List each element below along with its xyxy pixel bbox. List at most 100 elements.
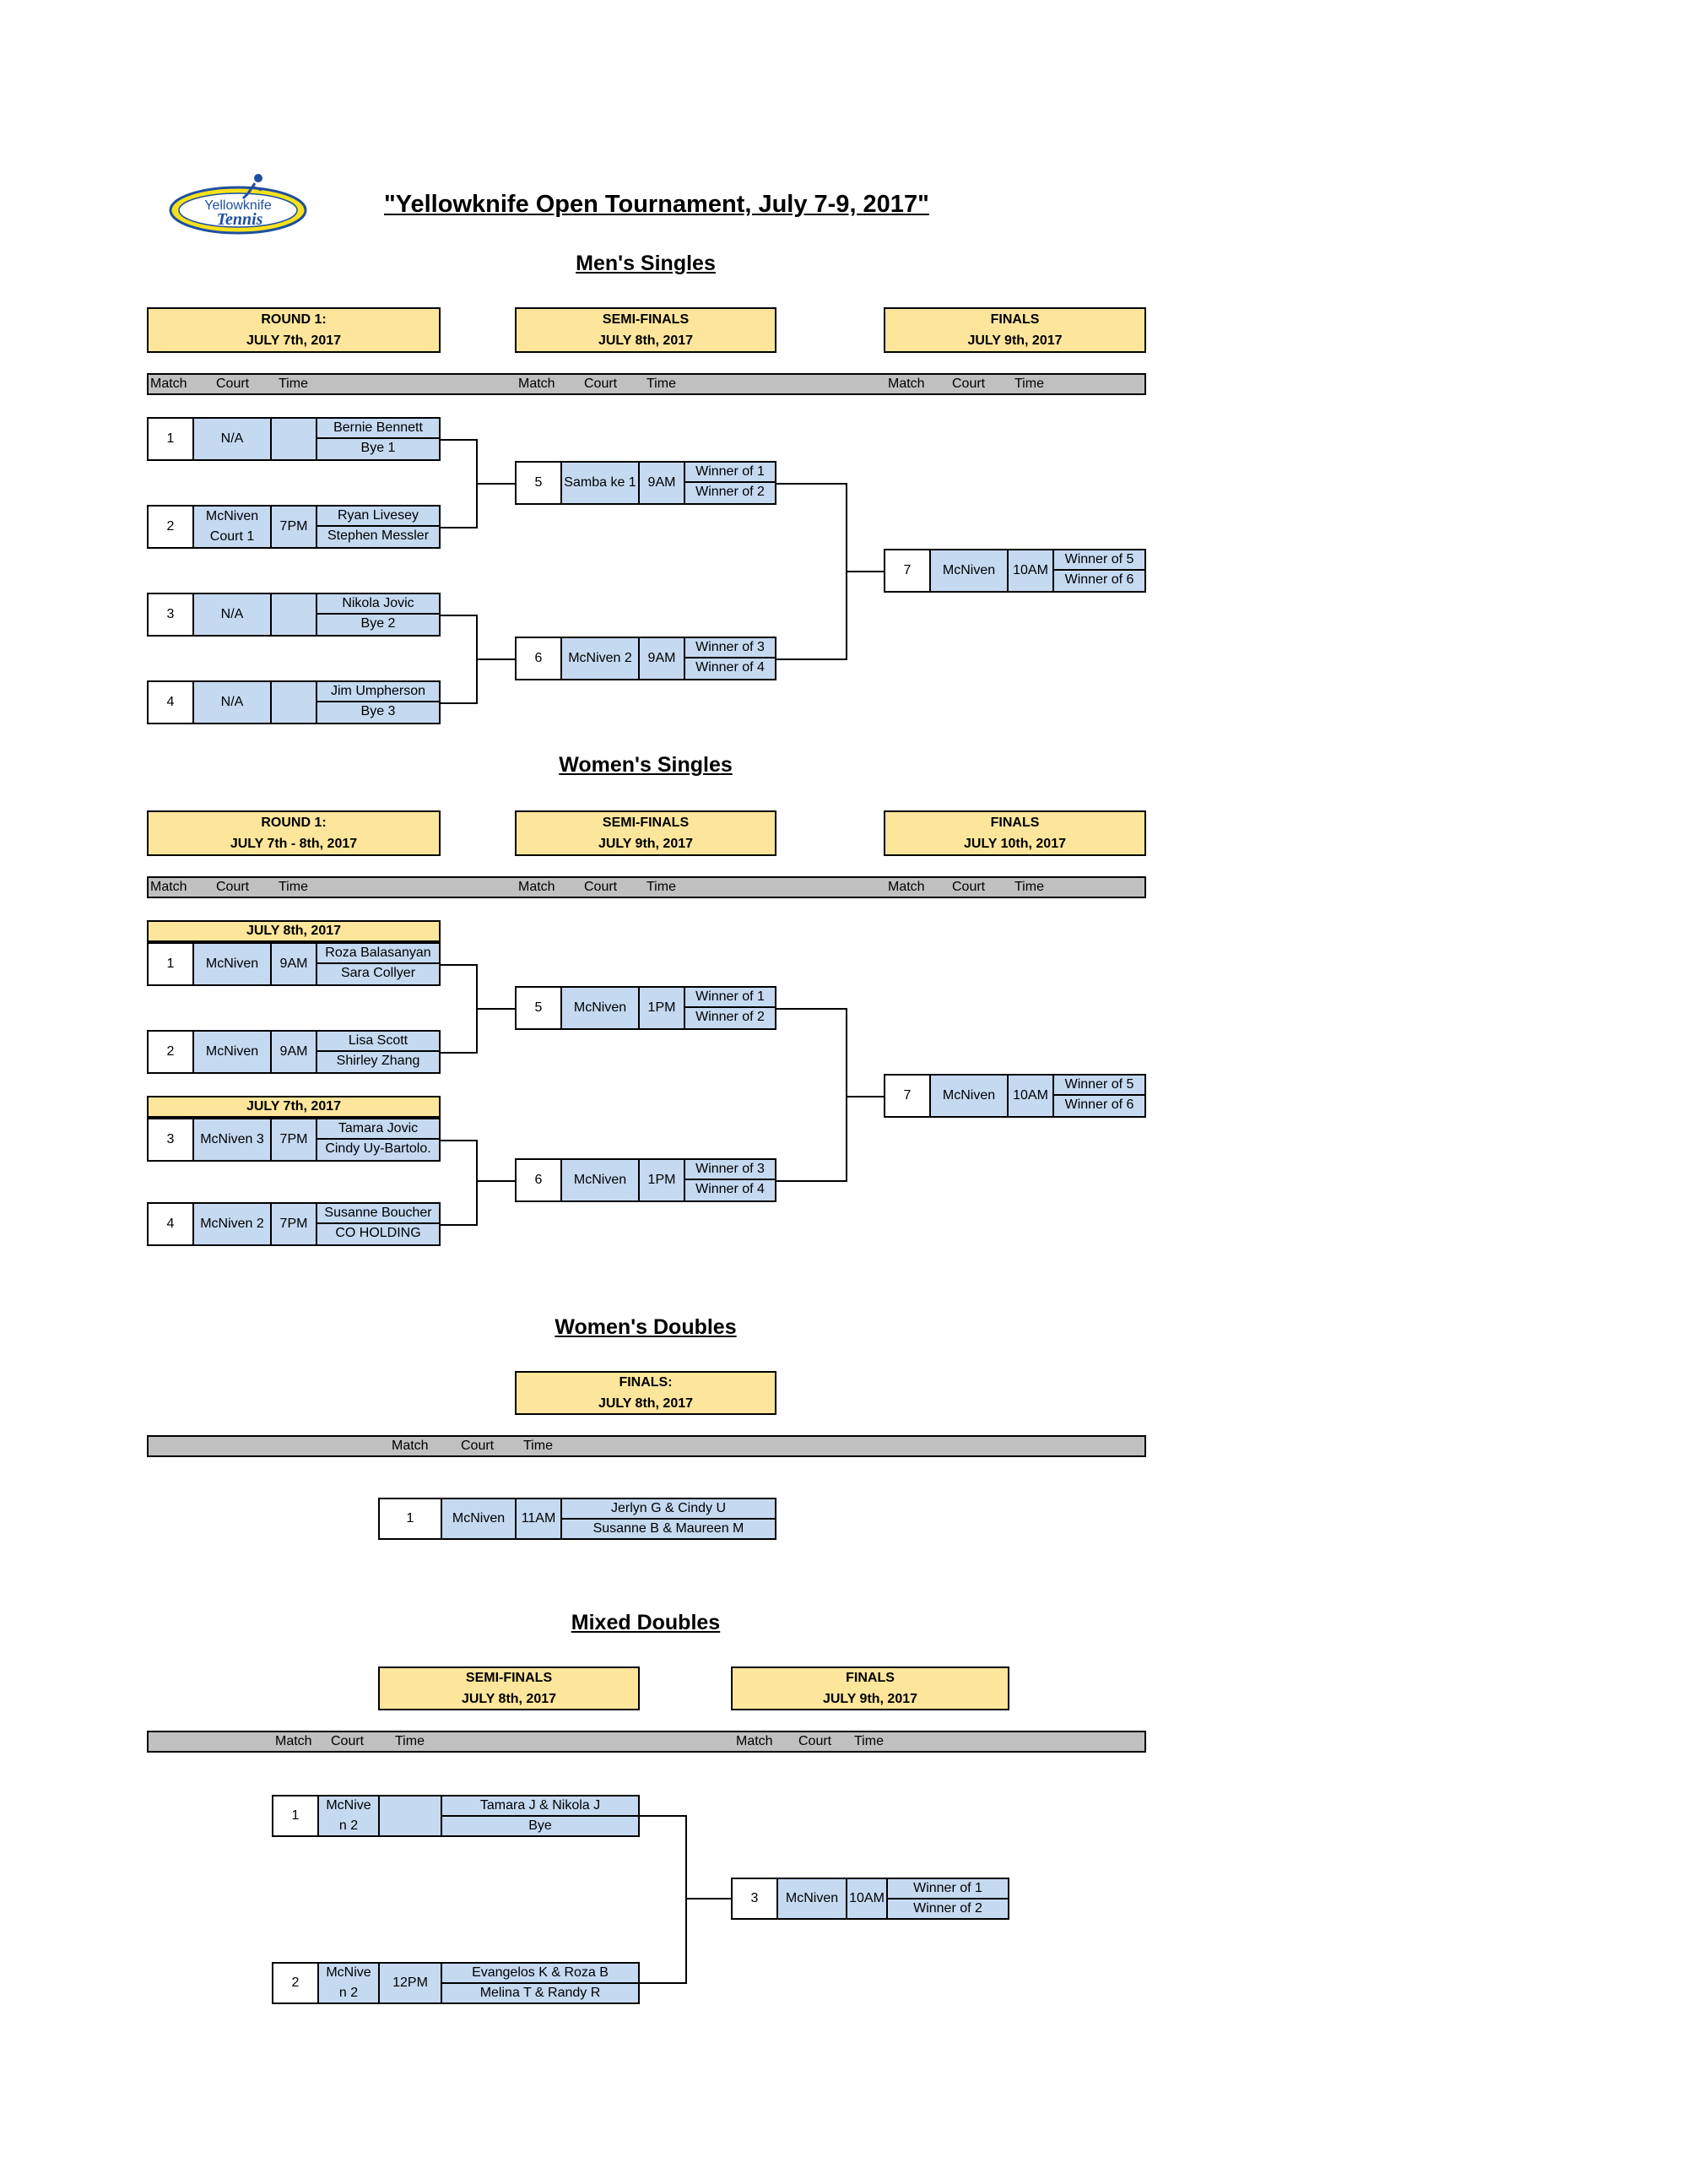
match-number: 5 xyxy=(515,461,562,505)
col-match: Match xyxy=(392,1439,429,1453)
match-number: 2 xyxy=(147,505,194,549)
col-time: Time xyxy=(395,1734,425,1748)
page-title: "Yellowknife Open Tournament, July 7-9, … xyxy=(384,191,929,218)
bracket-line xyxy=(476,658,515,660)
womens-semis-header: SEMI-FINALS JULY 9th, 2017 xyxy=(515,810,776,856)
col-match: Match xyxy=(275,1734,312,1748)
womens-column-header-bar: Match Court Time Match Court Time Match … xyxy=(147,876,1146,898)
match-court: McNiven xyxy=(192,1030,272,1074)
mixed-column-header-bar: Match Court Time Match Court Time xyxy=(147,1731,1146,1753)
team-name: Bye xyxy=(441,1815,640,1837)
bracket-line xyxy=(476,483,515,485)
match-court: N/A xyxy=(192,680,272,724)
match-number: 5 xyxy=(515,986,562,1030)
match-time xyxy=(378,1795,442,1837)
col-court: Court xyxy=(331,1734,365,1748)
player-name: CO HOLDING xyxy=(316,1222,441,1246)
match-time: 9AM xyxy=(270,1030,317,1074)
col-match: Match xyxy=(150,880,187,894)
col-court: Court xyxy=(952,377,986,391)
match-number: 1 xyxy=(272,1795,319,1837)
mens-semis-date: JULY 8th, 2017 xyxy=(598,333,694,348)
col-court: Court xyxy=(584,377,618,391)
match-court: McNiven xyxy=(776,1878,847,1920)
match-court: McNiven xyxy=(441,1498,517,1540)
match-court: McNiven xyxy=(560,986,640,1030)
match-time: 10AM xyxy=(1007,549,1054,593)
player-name: Bye 1 xyxy=(316,437,441,461)
match-number: 7 xyxy=(884,549,931,593)
match-time: 10AM xyxy=(1007,1074,1054,1118)
womens-semis-date: JULY 9th, 2017 xyxy=(598,837,694,851)
col-time: Time xyxy=(1014,880,1044,894)
womens-date-header: JULY 8th, 2017 xyxy=(147,920,441,942)
match-court: McNive n 2 xyxy=(317,1795,380,1837)
player-name: Winner of 5 xyxy=(1052,1074,1146,1096)
womens-round1-header: ROUND 1: JULY 7th - 8th, 2017 xyxy=(147,810,441,856)
match-time: 10AM xyxy=(846,1878,888,1920)
match-number: 1 xyxy=(147,942,194,986)
mixed-finals-header: FINALS JULY 9th, 2017 xyxy=(731,1666,1009,1710)
player-name: Sara Collyer xyxy=(316,962,441,986)
womens-doubles-column-header-bar: Match Court Time xyxy=(147,1435,1146,1457)
player-name: Lisa Scott xyxy=(316,1030,441,1052)
match-number: 6 xyxy=(515,1158,562,1202)
logo-text-line2: Tennis xyxy=(217,210,263,229)
team-name: Jerlyn G & Cindy U xyxy=(560,1498,776,1520)
bracket-line xyxy=(441,702,478,704)
col-match: Match xyxy=(736,1734,773,1748)
col-time: Time xyxy=(854,1734,884,1748)
match-time: 1PM xyxy=(638,986,685,1030)
bracket-line xyxy=(441,1224,478,1226)
match-time: 11AM xyxy=(515,1498,562,1540)
match-court: McNiven 2 xyxy=(560,637,640,680)
match-time: 7PM xyxy=(270,1202,317,1246)
player-name: Winner of 4 xyxy=(684,1179,776,1202)
col-time: Time xyxy=(1014,377,1044,391)
bracket-line xyxy=(476,1008,515,1010)
mens-semis-label: SEMI-FINALS xyxy=(602,312,690,327)
match-number: 2 xyxy=(147,1030,194,1074)
mens-finals-header: FINALS JULY 9th, 2017 xyxy=(884,307,1146,353)
match-number: 3 xyxy=(147,593,194,637)
yellowknife-tennis-logo: Yellowknife Tennis xyxy=(167,171,309,241)
mens-singles-title: Men's Singles xyxy=(576,252,716,275)
womens-doubles-title: Women's Doubles xyxy=(555,1315,737,1339)
match-court: Samba ke 1 xyxy=(560,461,640,505)
player-name: Winner of 3 xyxy=(684,1158,776,1180)
player-name: Winner of 4 xyxy=(684,657,776,680)
player-name: Stephen Messler xyxy=(316,525,441,549)
match-number: 3 xyxy=(147,1118,194,1162)
womens-finals-label: FINALS xyxy=(990,816,1040,830)
bracket-line xyxy=(640,1982,687,1984)
team-name: Susanne B & Maureen M xyxy=(560,1518,776,1540)
womens-round1-label: ROUND 1: xyxy=(261,816,327,830)
match-number: 1 xyxy=(147,417,194,461)
match-time: 1PM xyxy=(638,1158,685,1202)
mixed-doubles-title: Mixed Doubles xyxy=(571,1611,721,1634)
logo-text-line1: Yellowknife xyxy=(204,198,272,213)
player-name: Bye 3 xyxy=(316,701,441,724)
match-court: McNive n 2 xyxy=(317,1962,380,2004)
col-time: Time xyxy=(647,880,676,894)
player-name: Susanne Boucher xyxy=(316,1202,441,1224)
match-court: McNiven Court 1 xyxy=(192,505,272,549)
col-court: Court xyxy=(216,880,250,894)
team-name: Tamara J & Nikola J xyxy=(441,1795,640,1817)
mens-finals-date: JULY 9th, 2017 xyxy=(967,333,1063,348)
player-name: Jim Umpherson xyxy=(316,680,441,702)
col-match: Match xyxy=(150,377,187,391)
mixed-semis-header: SEMI-FINALS JULY 8th, 2017 xyxy=(378,1666,640,1710)
match-court: N/A xyxy=(192,593,272,637)
match-time xyxy=(270,593,317,637)
bracket-line xyxy=(441,1140,478,1141)
player-name: Cindy Uy-Bartolo. xyxy=(316,1138,441,1162)
mens-semis-header: SEMI-FINALS JULY 8th, 2017 xyxy=(515,307,776,353)
player-name: Shirley Zhang xyxy=(316,1050,441,1074)
player-name: Roza Balasanyan xyxy=(316,942,441,964)
mens-round1-header: ROUND 1: JULY 7th, 2017 xyxy=(147,307,441,353)
match-court: McNiven xyxy=(929,549,1009,593)
player-name: Winner of 2 xyxy=(684,481,776,505)
bracket-line xyxy=(441,615,478,616)
match-court: McNiven xyxy=(560,1158,640,1202)
